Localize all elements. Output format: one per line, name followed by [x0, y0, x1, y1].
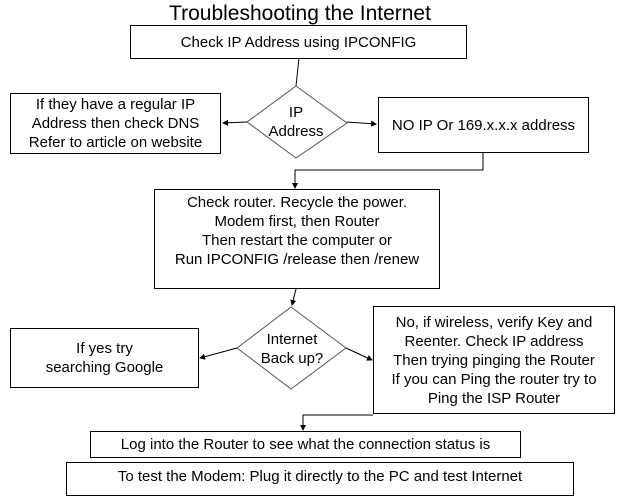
- yes-google-box: If yes try searching Google: [10, 328, 199, 388]
- no-wireless-text-2: Reenter. Check IP address: [404, 332, 584, 350]
- connector-check-ip-to-decision: [295, 57, 300, 87]
- connector-decision-to-regular-ip: [222, 119, 248, 126]
- check-ip-box: Check IP Address using IPCONFIG: [130, 25, 467, 59]
- log-router-box: Log into the Router to see what the conn…: [90, 431, 521, 458]
- ip-address-decision-diamond: [246, 85, 348, 159]
- regular-ip-text-1: If they have a regular IP: [35, 96, 196, 113]
- connector-decision-to-yes: [199, 347, 238, 360]
- ip-decision-text-1: IP: [288, 104, 304, 121]
- check-ip-text: Check IP Address using IPCONFIG: [180, 33, 417, 51]
- regular-ip-box: If they have a regular IP Address then c…: [10, 93, 221, 154]
- test-modem-text: To test the Modem: Plug it directly to t…: [117, 468, 523, 485]
- ip-decision-text-2: Address: [268, 123, 324, 140]
- log-router-text: Log into the Router to see what the conn…: [120, 436, 491, 453]
- connector-decision-to-no: [345, 347, 373, 361]
- no-ip-box: NO IP Or 169.x.x.x address: [378, 97, 589, 153]
- internet-back-up-decision-label: Internet Back up?: [250, 330, 334, 368]
- check-router-text-3: Then restart the computer or: [201, 232, 393, 249]
- check-router-text-1: Check router. Recycle the power.: [186, 194, 408, 211]
- no-wireless-text-1: No, if wireless, verify Key and: [395, 313, 593, 331]
- internet-decision-text-1: Internet: [266, 331, 318, 348]
- connector-no-ip-to-check-router: [292, 152, 484, 189]
- connector-to-log-router: [300, 414, 373, 431]
- ip-address-decision-label: IP Address: [262, 103, 330, 141]
- test-modem-box: To test the Modem: Plug it directly to t…: [66, 462, 574, 496]
- no-wireless-text-3: Then trying pinging the Router: [393, 351, 595, 369]
- check-router-text-2: Modem first, then Router: [214, 213, 380, 230]
- diagram-title: Troubleshooting the Internet: [169, 2, 431, 25]
- check-router-box: Check router. Recycle the power. Modem f…: [154, 189, 440, 289]
- internet-back-up-decision-diamond: [236, 306, 347, 390]
- no-ip-text: NO IP Or 169.x.x.x address: [391, 116, 576, 134]
- connector-no-wireless-to-log-router: [303, 412, 373, 425]
- connector-decision-to-no-ip: [346, 120, 377, 127]
- regular-ip-text-3: Refer to article on website: [28, 134, 203, 151]
- yes-google-text-1: If yes try: [76, 340, 133, 357]
- yes-google-text-2: searching Google: [45, 359, 164, 376]
- internet-decision-text-2: Back up?: [260, 350, 324, 367]
- no-wireless-box: No, if wireless, verify Key and Reenter.…: [373, 306, 615, 414]
- no-wireless-text-4: If you can Ping the router try to: [391, 370, 597, 388]
- regular-ip-text-2: Address then check DNS: [31, 115, 200, 132]
- no-wireless-text-5: Ping the ISP Router: [427, 389, 561, 407]
- connector-check-router-to-decision: [290, 288, 297, 306]
- check-router-text-4: Run IPCONFIG /release then /renew: [174, 251, 420, 268]
